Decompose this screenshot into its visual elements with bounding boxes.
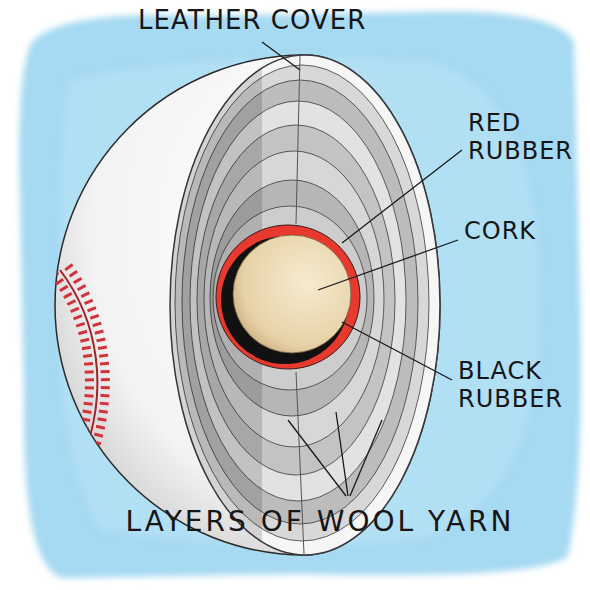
leader-line xyxy=(342,150,462,243)
watercolor-ground xyxy=(19,12,581,578)
ball-body xyxy=(55,55,440,555)
leader-line xyxy=(262,42,300,70)
leader-line xyxy=(350,420,382,496)
seam-stitches xyxy=(68,266,105,462)
part-label: BLACK RUBBER xyxy=(458,358,563,413)
seam-stitches xyxy=(54,274,89,458)
leader-line xyxy=(336,412,348,496)
leader-line xyxy=(288,420,346,496)
part-label: RED RUBBER xyxy=(468,110,573,165)
leather-layer xyxy=(170,55,440,555)
face-shadow xyxy=(170,55,262,555)
cork-center xyxy=(233,235,351,353)
cut-face xyxy=(170,55,440,555)
leader-lines xyxy=(262,42,462,496)
leader-line xyxy=(318,240,458,290)
leader-line xyxy=(342,322,452,380)
red-rubber xyxy=(216,225,360,369)
part-label: CORK xyxy=(464,218,536,246)
wedge-edge xyxy=(296,56,300,224)
part-label: LAYERS OF WOOL YARN xyxy=(90,506,550,538)
part-label: LEATHER COVER xyxy=(138,6,366,36)
